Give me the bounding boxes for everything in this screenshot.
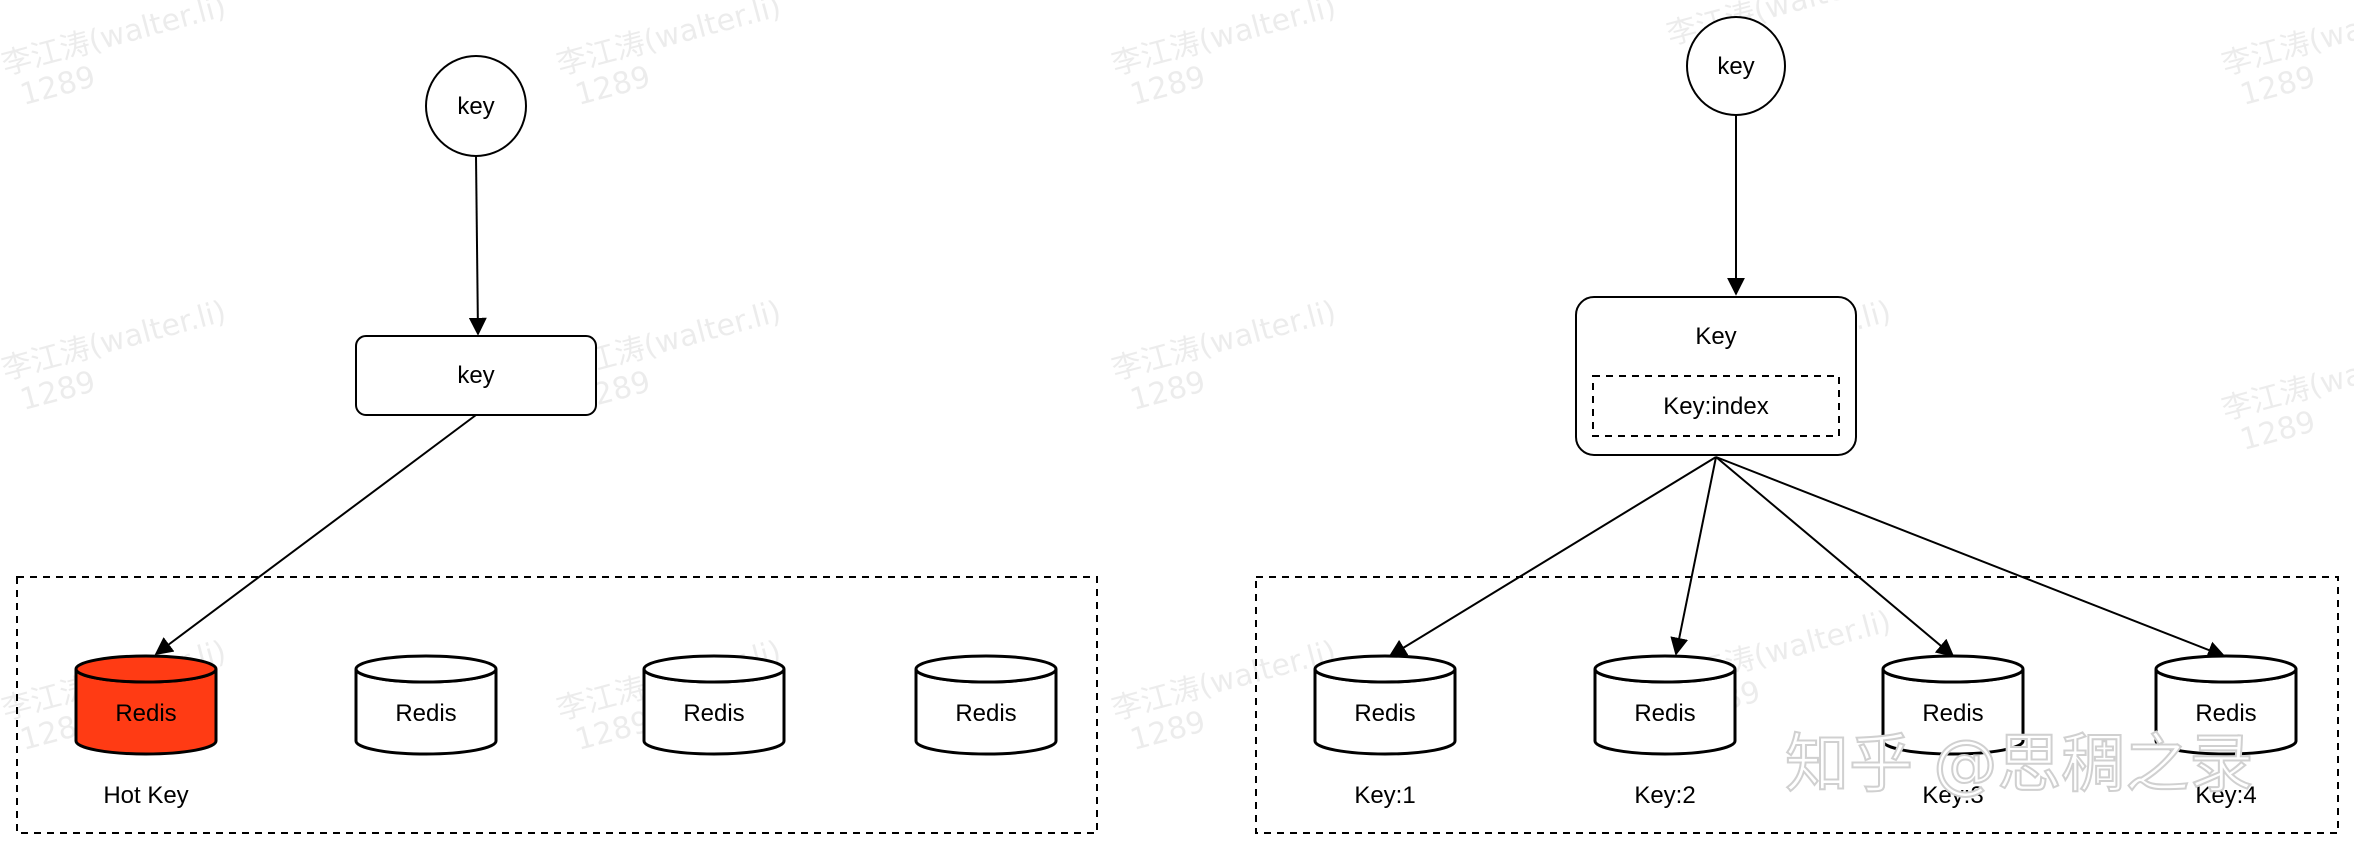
right-redis-cluster-container	[1255, 576, 2339, 834]
right-redis-3-label: Redis	[1922, 700, 1983, 727]
right-redis-2-caption: Key:2	[1634, 782, 1695, 809]
left-redis-4: Redis	[914, 654, 1058, 756]
watermark-3: 李江涛(walter.li)1289	[1108, 0, 1340, 113]
right-key-box-label: Key	[1695, 323, 1736, 350]
left-arrow-box-to-hot-redis	[154, 414, 477, 656]
left-redis-2-label: Redis	[395, 700, 456, 727]
left-redis-3-label: Redis	[683, 700, 744, 727]
right-redis-1-caption: Key:1	[1354, 782, 1415, 809]
watermark-line1: 李江涛(walter.li)	[1108, 634, 1340, 728]
right-arrow-to-redis-2	[1670, 456, 1717, 656]
watermark-5: 李江涛(walter.li)1289	[2218, 0, 2354, 113]
left-redis-2-top	[354, 654, 498, 684]
watermark-line1: 李江涛(walter.li)	[1108, 294, 1340, 388]
right-redis-2: Redis	[1593, 654, 1737, 756]
zhihu-logo-watermark: 知乎 @思稠之录	[1785, 728, 2253, 802]
watermark-line1: 李江涛(walter.li)	[0, 0, 230, 83]
right-redis-1: Redis	[1313, 654, 1457, 756]
right-redis-3-top	[1881, 654, 2025, 684]
watermark-line1: 李江涛(walter.li)	[553, 0, 785, 83]
key-index-label: Key:index	[1663, 393, 1768, 420]
right-arrow-to-redis-3	[1715, 456, 1955, 658]
right-redis-4-caption: Key:4	[2195, 782, 2256, 809]
left-key-circle-label: key	[457, 93, 494, 120]
left-redis-cluster-container	[16, 576, 1098, 834]
watermark-13: 李江涛(walter.li)1289	[1108, 634, 1340, 758]
right-fanout-arrows	[1388, 456, 2226, 659]
watermark-6: 李江涛(walter.li)1289	[0, 294, 230, 418]
right-arrow-to-redis-4	[1715, 456, 2226, 659]
hot-key-caption: Hot Key	[103, 782, 188, 809]
key-index-box	[1592, 375, 1840, 437]
right-redis-4-top	[2154, 654, 2298, 684]
right-redis-3-caption: Key:3	[1922, 782, 1983, 809]
left-redis-1-top	[74, 654, 218, 684]
watermark-line1: 李江涛(walter.li)	[0, 294, 230, 388]
left-redis-group: Redis Redis Redis Redis	[74, 654, 1058, 756]
left-diagram: key key Redis Redis Redis Redis Hot Key	[16, 55, 1098, 834]
left-arrow-circle-to-box	[468, 155, 487, 336]
right-arrow-to-redis-1	[1388, 456, 1717, 657]
watermark-8: 李江涛(walter.li)1289	[1108, 294, 1340, 418]
left-redis-1: Redis	[74, 654, 218, 756]
left-key-box-label: key	[457, 362, 494, 389]
left-redis-4-label: Redis	[955, 700, 1016, 727]
left-redis-3: Redis	[642, 654, 786, 756]
left-redis-4-top	[914, 654, 1058, 684]
watermark-10: 李江涛(walter.li)1289	[2218, 334, 2354, 458]
right-redis-2-top	[1593, 654, 1737, 684]
left-redis-3-top	[642, 654, 786, 684]
watermark-layer: 李江涛(walter.li)1289李江涛(walter.li)1289李江涛(…	[0, 0, 2354, 758]
right-redis-2-label: Redis	[1634, 700, 1695, 727]
right-diagram: key Key Key:index RedisKey:1RedisKey:2Re…	[1255, 16, 2339, 834]
left-redis-1-label: Redis	[115, 700, 176, 727]
right-redis-3: Redis	[1881, 654, 2025, 756]
watermark-1: 李江涛(walter.li)1289	[0, 0, 230, 113]
left-redis-2: Redis	[354, 654, 498, 756]
watermark-line1: 李江涛(walter.li)	[1108, 0, 1340, 83]
right-key-circle-label: key	[1717, 53, 1754, 80]
right-redis-1-top	[1313, 654, 1457, 684]
watermark-2: 李江涛(walter.li)1289	[553, 0, 785, 113]
right-redis-1-label: Redis	[1354, 700, 1415, 727]
right-redis-4-label: Redis	[2195, 700, 2256, 727]
right-redis-4: Redis	[2154, 654, 2298, 756]
